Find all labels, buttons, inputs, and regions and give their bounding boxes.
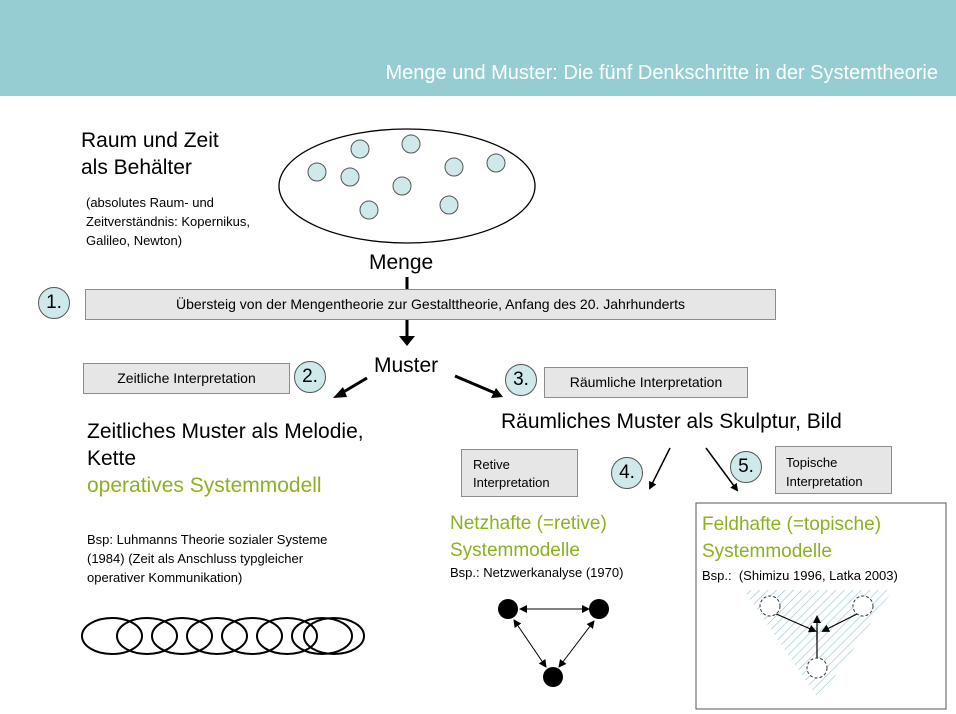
topische-line1: Topische [786, 455, 838, 470]
retive-line1: Retive [473, 457, 510, 472]
set-ellipse [278, 128, 536, 244]
feld-green-line2: Systemmodelle [702, 541, 832, 562]
feld-green-line1: Feldhafte (=topische) [702, 514, 882, 535]
raeumliches-muster-text: Räumliches Muster als Skulptur, Bild [501, 410, 842, 433]
netz-green-line2: Systemmodelle [450, 540, 580, 561]
zeitlich-example: Bsp: Luhmanns Theorie sozialer Systeme (… [87, 530, 327, 587]
raum-note-line1: (absolutes Raum- und [86, 195, 214, 210]
header-bar [0, 0, 956, 96]
raum-note-line2: Zeitverständnis: Kopernikus, [86, 214, 251, 229]
raum-note: (absolutes Raum- und Zeitverständnis: Ko… [86, 193, 250, 250]
slide-title: Menge und Muster: Die fünf Denkschritte … [385, 62, 938, 84]
raum-line2: als Behälter [81, 156, 192, 179]
step-4-badge: 4. [611, 457, 643, 489]
step-2-badge: 2. [294, 361, 326, 393]
step-3-badge: 3. [505, 364, 537, 396]
feld-example: Bsp.: (Shimizu 1996, Latka 2003) [702, 568, 898, 583]
feldhafte-text: Feldhafte (=topische) Systemmodelle [702, 511, 881, 565]
zeitliche-interpretation-box: Zeitliche Interpretation [83, 363, 290, 394]
muster-label: Muster [374, 354, 439, 377]
zeitlich-bsp-line1: Bsp: Luhmanns Theorie sozialer Systeme [87, 532, 328, 547]
zeitlich-bsp-line3: operativer Kommunikation) [87, 570, 243, 585]
menge-label: Menge [369, 251, 434, 274]
operatives-systemmodell: operatives Systemmodell [87, 474, 322, 497]
step-1-badge: 1. [38, 287, 70, 319]
set-elements [307, 134, 506, 220]
retive-interpretation-box: Retive Interpretation [461, 449, 578, 497]
raeumliche-interpretation-box: Räumliche Interpretation [544, 367, 748, 398]
step-1-box: Übersteig von der Mengentheorie zur Gest… [85, 289, 776, 320]
raum-note-line3: Galileo, Newton) [86, 233, 183, 248]
topische-line2: Interpretation [786, 474, 863, 489]
raum-line1: Raum und Zeit [81, 129, 219, 152]
raum-heading: Raum und Zeit als Behälter [81, 127, 219, 181]
field-graph [744, 590, 893, 700]
retive-line2: Interpretation [473, 475, 550, 490]
netzhafte-text: Netzhafte (=retive) Systemmodelle [450, 510, 607, 564]
zeitlich-line1: Zeitliches Muster als Melodie, [87, 420, 364, 443]
zeitlich-line2: Kette [87, 447, 137, 470]
network-graph [498, 599, 609, 687]
zeitlich-bsp-line2: (1984) (Zeit als Anschluss typgleicher [87, 551, 304, 566]
netz-example: Bsp.: Netzwerkanalyse (1970) [450, 565, 624, 580]
topische-interpretation-box: Topische Interpretation [775, 446, 892, 494]
netz-green-line1: Netzhafte (=retive) [450, 513, 607, 534]
zeitliches-muster-text: Zeitliches Muster als Melodie, Kette ope… [87, 418, 364, 499]
step-5-badge: 5. [730, 451, 762, 483]
chain-ellipses [81, 617, 365, 655]
